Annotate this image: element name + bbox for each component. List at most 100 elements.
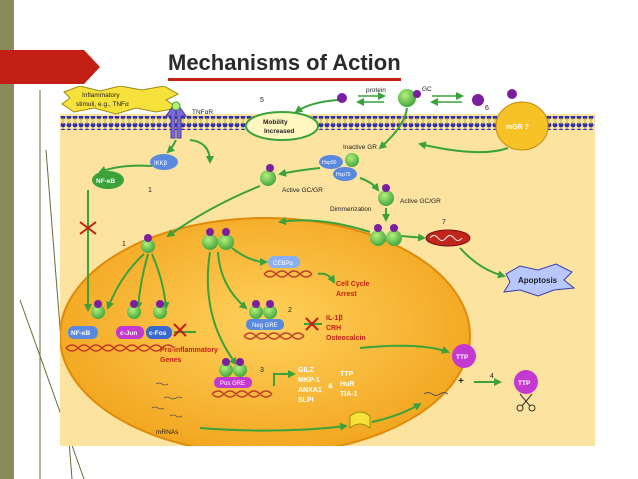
cebpa-label: CEBPα [273,261,293,267]
arrow-receptor-to-ikkb [166,139,177,154]
pos-dimer-green-1 [219,363,233,377]
arrow-active-to-nucleus [166,185,261,238]
ikkb-blob [150,154,178,170]
arrow-to-active-right [359,177,380,192]
step-4-number: 4 [490,373,494,380]
gc-ball-right [472,94,484,106]
neg-dimer-gc-1 [252,300,260,308]
active-gcgr-right-green [378,190,394,206]
ttp-2-label: TTP [518,380,531,387]
mrna-squiggles [151,382,183,418]
dna-neg [243,332,305,340]
nuc-dimer-b-gc-1 [206,228,214,236]
neg-dimer-green-2 [263,305,277,319]
active-gcgr-left-gc [266,164,274,172]
ttp-1-label: TTP [456,354,469,361]
arrow-pore-out [371,402,422,423]
arrow-nuc-2 [134,253,149,310]
arrow-to-mobility [294,99,339,114]
inactive-gr-label: Inactive GR [343,144,377,151]
hsp70-label: Hsp70 [336,172,351,178]
nuc-row-green-3 [153,305,167,319]
nuclear-pore-icon [349,411,371,430]
protein-label: protein [366,87,386,94]
neg-dimer-gc-2 [266,300,274,308]
anxa1-label: ANXA1 [298,387,322,394]
active-gcgr-left-label: Active GC/GR [282,187,323,194]
ttp-2-circle [514,370,538,394]
pos-dimer-gc-2 [236,358,244,366]
nfkb-nuc-label: NF-κB [71,330,90,337]
cell-cycle-label-2: Arrest [336,291,357,298]
slpi-label: SLPI [298,397,314,404]
cell-cycle-label-1: Cell Cycle [336,281,370,288]
nuc-dimer-b-green-2 [218,234,234,250]
page-title: Mechanisms of Action [168,50,401,81]
cell-membrane [60,116,595,130]
nuc-row-green-1 [91,305,105,319]
cfos-box [146,326,172,339]
ligand-icon [171,101,181,111]
pro-inflammatory-label-1: Pro-inflammatory [160,347,218,354]
pos-gre-label: Pos GRE [220,381,245,387]
neg-dimer-green-1 [249,305,263,319]
hur-label: HuR [340,381,354,388]
nuc-row-gc-3 [156,300,164,308]
arrow-pos-to-genes [273,370,296,386]
step-1b-number: 1 [122,241,126,248]
inflammatory-label-1: Inflammatory [82,92,120,99]
arrow-nuc-3 [151,253,170,310]
step-2-number: 2 [288,307,292,314]
dimmerization-label: Dimmerization [330,206,372,213]
block-x-icon-1 [79,221,97,235]
nuc-row-green-2 [127,305,141,319]
dna-cebpa [263,270,313,278]
apoptosis-burst [503,263,576,297]
step-7-number: 7 [442,219,446,226]
pos-dimer-green-2 [233,363,247,377]
inflammatory-label-2: stimuli, e.g., TNFα [76,101,129,108]
dimer-right-gc-1 [374,224,382,232]
left-decor-strip [0,0,14,479]
mitochondrion-cristae [429,235,463,241]
mitochondrion-icon [425,229,471,247]
hsp70-blob [333,167,357,181]
arrow-dimer-to-nucleus [278,217,371,233]
apoptosis-label: Apoptosis [518,276,558,285]
arrow-dimer-cebpa [231,247,268,266]
nuc-dimer-a-gc [144,234,152,242]
mgr-gc-ball [507,89,517,99]
nuc-dimer-b-green-1 [202,234,218,250]
cjun-box [116,326,144,339]
ampersand-label: & [328,383,333,390]
crh-label: CRH [326,325,341,332]
arrow-genes-to-ttp [359,344,450,354]
scissors-icon [516,393,536,412]
tnfar-label: TNFαR [192,109,213,116]
step-3-number: 3 [260,367,264,374]
osteocalcin-label: Osteocalcin [326,335,366,342]
cjun-label: c-Jun [120,330,137,337]
gilz-label: GILZ [298,367,315,374]
dimer-right-green-2 [386,230,402,246]
block-x-icon-2 [305,317,319,331]
arrow-tnf-loop [189,139,214,164]
mobility-increased-oval [245,111,319,141]
arrow-dimer-pos [206,251,238,366]
ttp-list-label: TTP [340,371,354,378]
arrow-dimer-neg [217,251,248,310]
arrow-mrna-to-pore [199,422,348,432]
arrow-cebpa-cellcycle [317,272,336,284]
inflammatory-stimuli-burst [61,86,180,115]
dna-pos [211,390,273,398]
gc-protein-green [398,89,416,107]
hsp90-blob [319,155,343,169]
nfkb-nuc-box [68,326,98,339]
arrow-mgr-to-gr [418,141,509,154]
mobility-label-1: Mobility [263,119,288,126]
cebpa-box [268,256,300,268]
nuc-dimer-a-green [141,239,155,253]
ttp-1-circle [452,344,476,368]
block-x-icon-3 [173,323,187,337]
title-arrow-icon [0,50,100,84]
